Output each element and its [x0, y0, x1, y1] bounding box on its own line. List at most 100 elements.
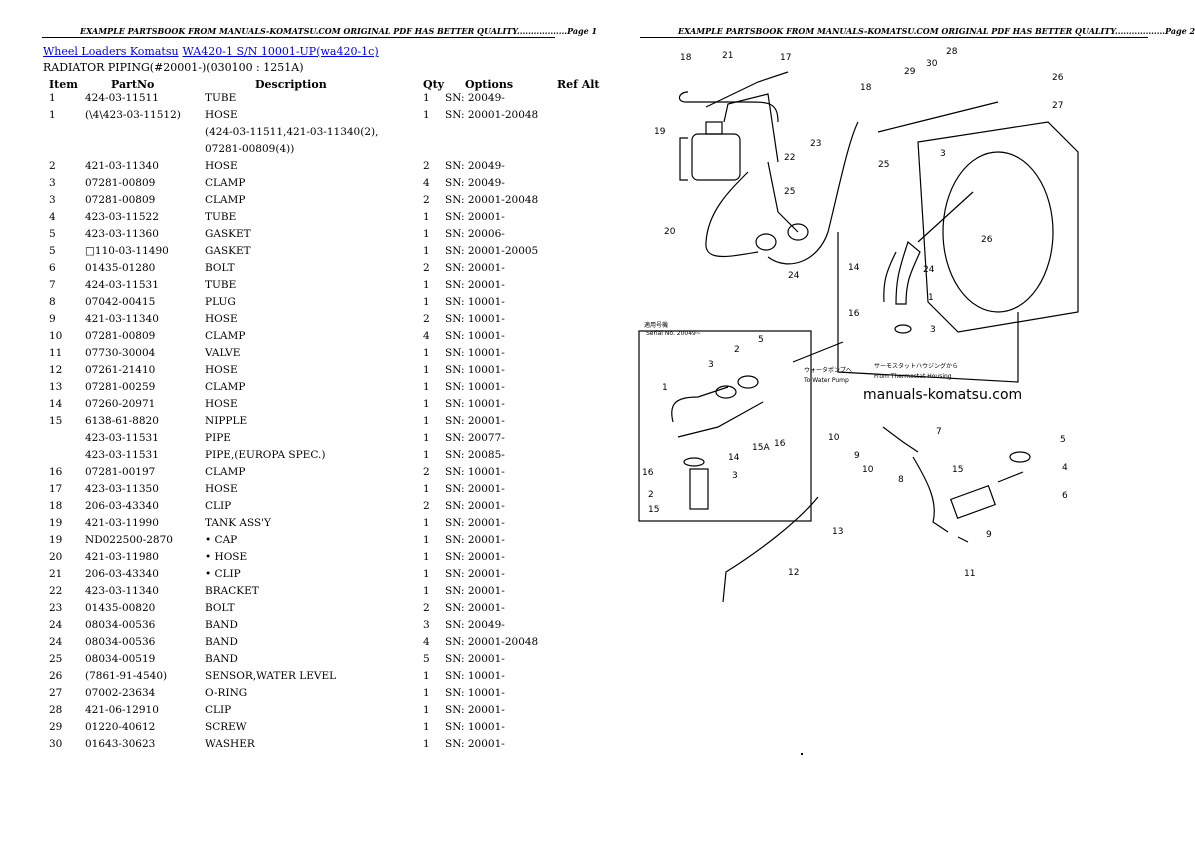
cell-partno: 206-03-43340 [85, 500, 159, 512]
cell-qty: 1 [423, 109, 430, 121]
cell-ref-alt [557, 347, 600, 364]
cell-partno: 07281-00809 [85, 330, 156, 342]
fan-shroud-shape [942, 151, 1054, 313]
cell-qty: 1 [423, 568, 430, 580]
callout-15: 15 [952, 465, 963, 475]
hose-9-shape [950, 484, 996, 520]
cell-description: O-RING [205, 687, 248, 699]
callout-5: 5 [1060, 435, 1066, 445]
callout-13: 13 [832, 527, 843, 537]
cell-qty: 1 [423, 228, 430, 240]
cell-ref-alt [557, 211, 600, 228]
cell-ref-alt [557, 517, 600, 534]
cell-ref-alt [557, 449, 600, 466]
column-header-partno: PartNo [111, 78, 155, 91]
cell-description: • CAP [205, 534, 238, 546]
cell-options: SN: 20049- [445, 177, 505, 189]
cell-item [42, 126, 85, 143]
cell-description: CLIP [205, 704, 232, 716]
cell-description: WASHER [205, 738, 255, 750]
cell-partno: 07730-30004 [85, 347, 156, 359]
cell-partno: 08034-00536 [85, 636, 156, 648]
cell-options: SN: 20001- [445, 653, 505, 665]
cell-options: SN: 20001- [445, 279, 505, 291]
hose-14-line [883, 251, 897, 303]
cell-ref-alt [557, 704, 600, 721]
cell-options: SN: 20001-20048 [445, 109, 539, 121]
cell-partno: (\4\423-03-11512) [85, 109, 181, 121]
cell-item: 17 [49, 483, 63, 495]
cell-partno: 6138-61-8820 [85, 415, 159, 427]
cell-ref-alt [557, 279, 600, 296]
band-24-b [787, 223, 809, 241]
cell-options: SN: 20001- [445, 517, 505, 529]
cell-qty: 3 [423, 619, 430, 631]
cell-qty: 1 [423, 398, 430, 410]
gasket-5-shape [1009, 451, 1031, 463]
cell-item: 23 [49, 602, 63, 614]
cell-ref-alt [557, 670, 600, 687]
callout-23: 23 [810, 139, 821, 149]
inset-tube-1 [671, 386, 729, 423]
cell-description: NIPPLE [205, 415, 248, 427]
callout-7: 7 [936, 427, 942, 437]
cell-description: BAND [205, 636, 238, 648]
table-row: (424-03-11511,421-03-11340(2), [42, 126, 600, 143]
hose-10-line [882, 426, 919, 453]
cell-item: 8 [49, 296, 56, 308]
cell-partno: 421-03-11990 [85, 517, 159, 529]
callout-18: 18 [680, 53, 692, 63]
cell-ref-alt [557, 738, 600, 755]
cell-partno [85, 126, 205, 143]
cell-qty: 4 [423, 636, 430, 648]
cell-description: CLAMP [205, 330, 246, 342]
cell-qty: 1 [423, 92, 430, 104]
breadcrumb-link-category[interactable]: Wheel Loaders Komatsu [43, 45, 179, 58]
breadcrumb-link-model[interactable]: WA420-1 S/N 10001-UP(wa420-1c) [182, 45, 379, 58]
cell-item: 28 [49, 704, 63, 716]
cell-options: SN: 20001- [445, 415, 505, 427]
cell-item: 13 [49, 381, 63, 393]
cell-qty: 1 [423, 517, 430, 529]
cell-ref-alt [557, 619, 600, 636]
callout-29: 29 [904, 67, 916, 77]
cell-options: SN: 20001- [445, 738, 505, 750]
cell-description: CLIP [205, 500, 232, 512]
cell-description: HOSE [205, 483, 238, 495]
cell-item: 1 [49, 109, 56, 121]
column-header-description: Description [255, 78, 327, 91]
cell-item: 10 [49, 330, 63, 342]
inset-hose-2 [715, 385, 737, 399]
cell-partno: 206-03-43340 [85, 568, 159, 580]
coolant-tank-shape [691, 133, 741, 181]
callout-4: 4 [1062, 463, 1068, 473]
cell-partno: 07281-00197 [85, 466, 156, 478]
cell-partno: 07261-21410 [85, 364, 156, 376]
cell-ref-alt [557, 534, 600, 551]
cell-item: 26 [49, 670, 63, 682]
callout-21: 21 [722, 51, 733, 61]
tube-1-shape [895, 240, 921, 305]
callout-3: 3 [940, 149, 946, 159]
callout-28: 28 [946, 47, 958, 57]
cell-qty: 4 [423, 177, 430, 189]
cell-item: 1 [49, 92, 56, 104]
inset-serial: Serial No. 20049~ [646, 330, 701, 337]
cell-item: 27 [49, 687, 63, 699]
cell-ref-alt [557, 398, 600, 415]
inset-title-jp: 適用号機 [644, 321, 668, 329]
cell-partno: 07042-00415 [85, 296, 156, 308]
cell-item: 25 [49, 653, 63, 665]
cell-description: BAND [205, 653, 238, 665]
cell-qty: 2 [423, 500, 430, 512]
column-header-qty: Qty [423, 78, 445, 91]
cell-description: HOSE [205, 160, 238, 172]
cell-description: SENSOR,WATER LEVEL [205, 670, 337, 682]
